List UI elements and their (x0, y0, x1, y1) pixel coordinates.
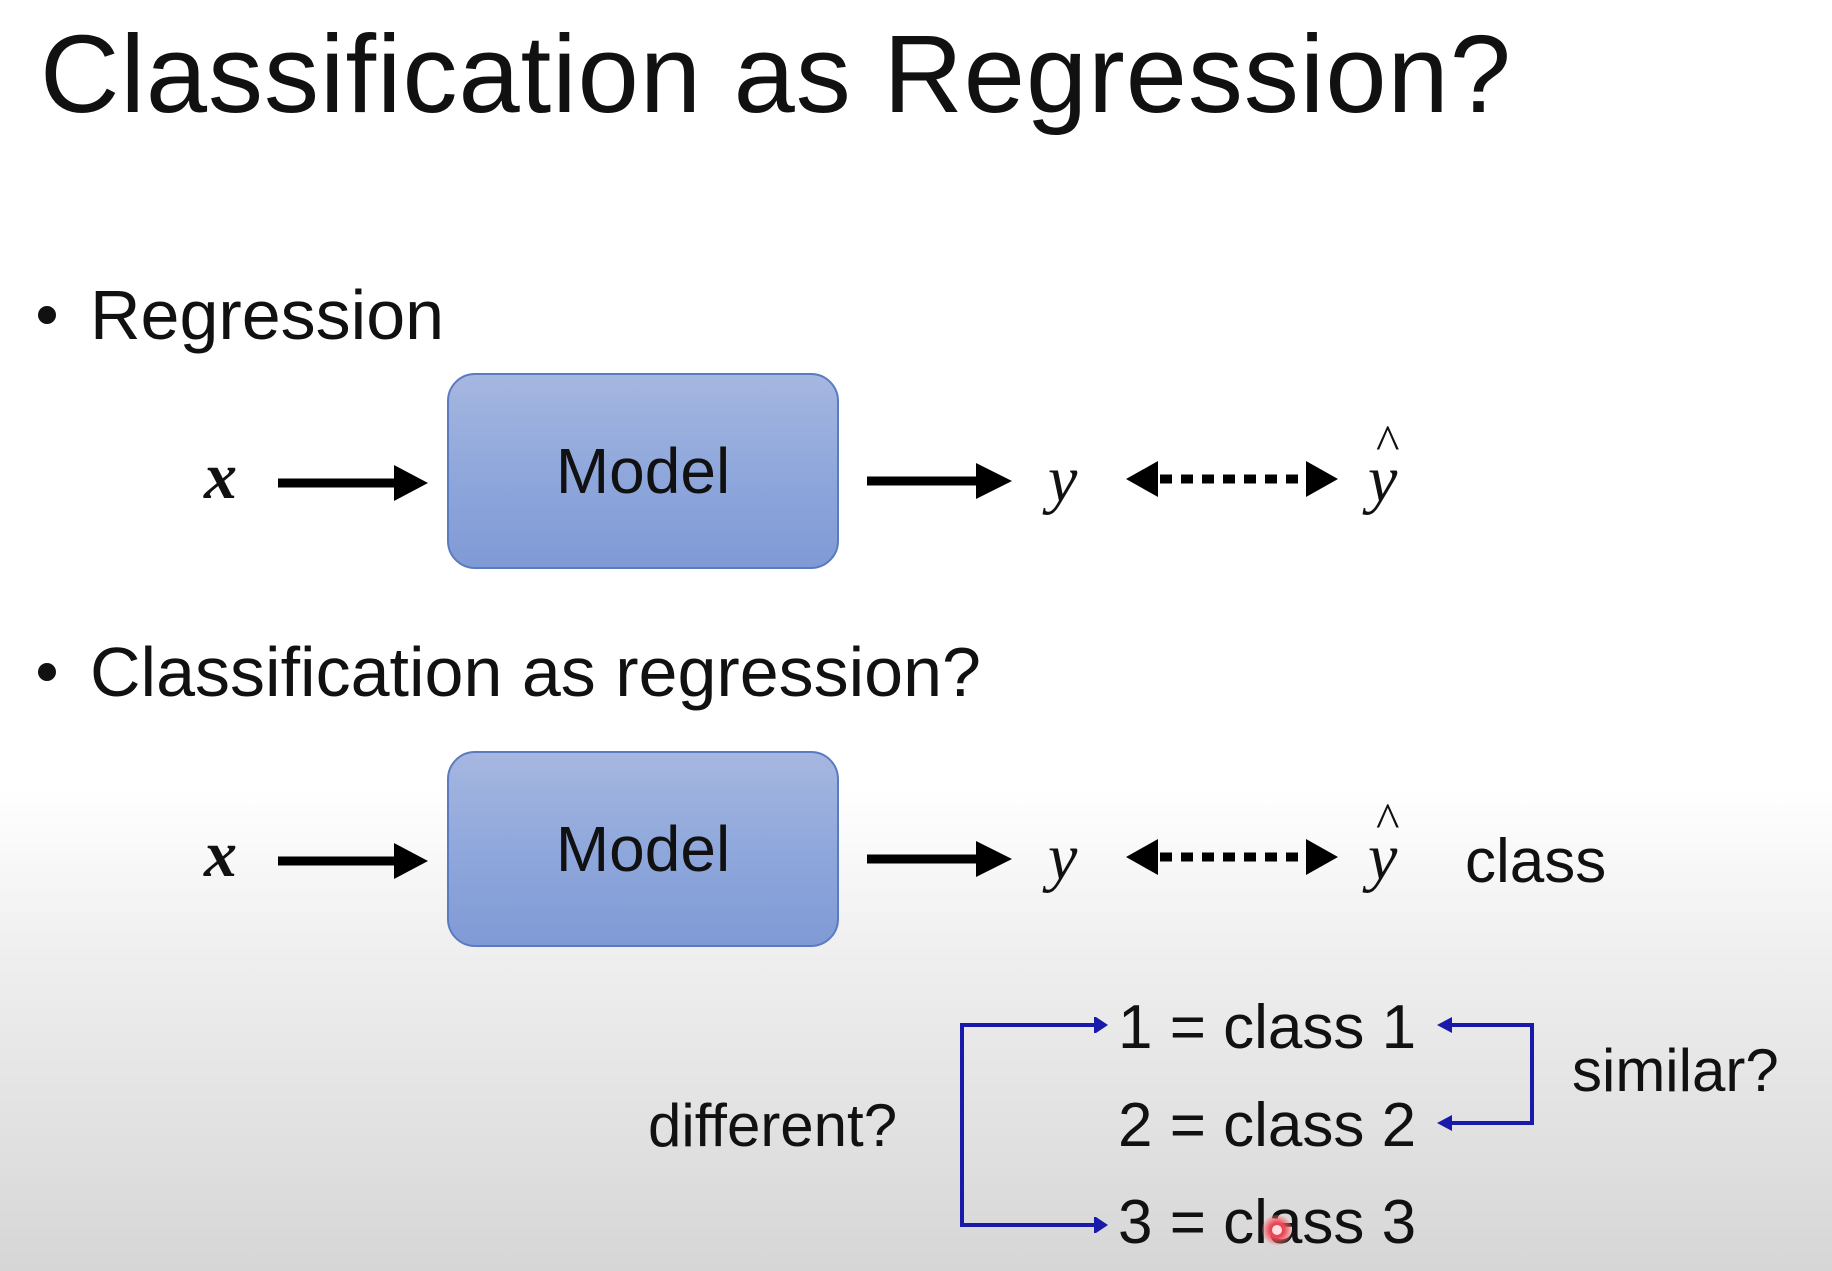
dotted-double-arrow-regression (1126, 461, 1338, 497)
model-box-regression: Model (447, 373, 839, 569)
arrow-x-to-model-regression (278, 465, 428, 501)
different-bracket (960, 1017, 1108, 1233)
hat-symbol: ^ (1376, 792, 1400, 848)
target-yhat-classification: ^y (1368, 792, 1399, 894)
class-item-2: 2 = class 2 (1118, 1091, 1417, 1160)
arrow-model-to-y-classification (867, 841, 1012, 877)
bullet-dot (38, 305, 56, 324)
target-yhat-regression: ^y (1368, 414, 1399, 516)
model-box-classification: Model (447, 751, 839, 947)
bullet-dot (38, 662, 56, 681)
input-x-classification: x (204, 818, 237, 891)
dotted-double-arrow-classification (1126, 839, 1338, 875)
target-y-symbol: y (1368, 821, 1398, 894)
class-item-1: 1 = class 1 (1118, 993, 1417, 1062)
output-y-classification: y (1048, 821, 1078, 894)
bullet-classification-label: Classification as regression? (90, 633, 981, 711)
different-note: different? (648, 1092, 898, 1159)
input-x-regression: x (204, 440, 237, 513)
pointer-dot (1262, 1215, 1292, 1245)
hat-symbol: ^ (1376, 414, 1400, 470)
bullet-classification: Classification as regression? (38, 632, 981, 712)
target-y-symbol: y (1368, 443, 1398, 516)
arrow-model-to-y-regression (867, 463, 1012, 499)
arrow-x-to-model-classification (278, 843, 428, 879)
target-class-note: class (1465, 827, 1607, 896)
similar-note: similar? (1572, 1037, 1779, 1104)
output-y-regression: y (1048, 443, 1078, 516)
model-label-classification: Model (555, 813, 731, 885)
bullet-regression-label: Regression (90, 276, 445, 354)
slide-title: Classification as Regression? (40, 13, 1512, 136)
model-label-regression: Model (555, 435, 731, 507)
bullet-regression: Regression (38, 275, 444, 355)
similar-bracket (1437, 1017, 1534, 1131)
